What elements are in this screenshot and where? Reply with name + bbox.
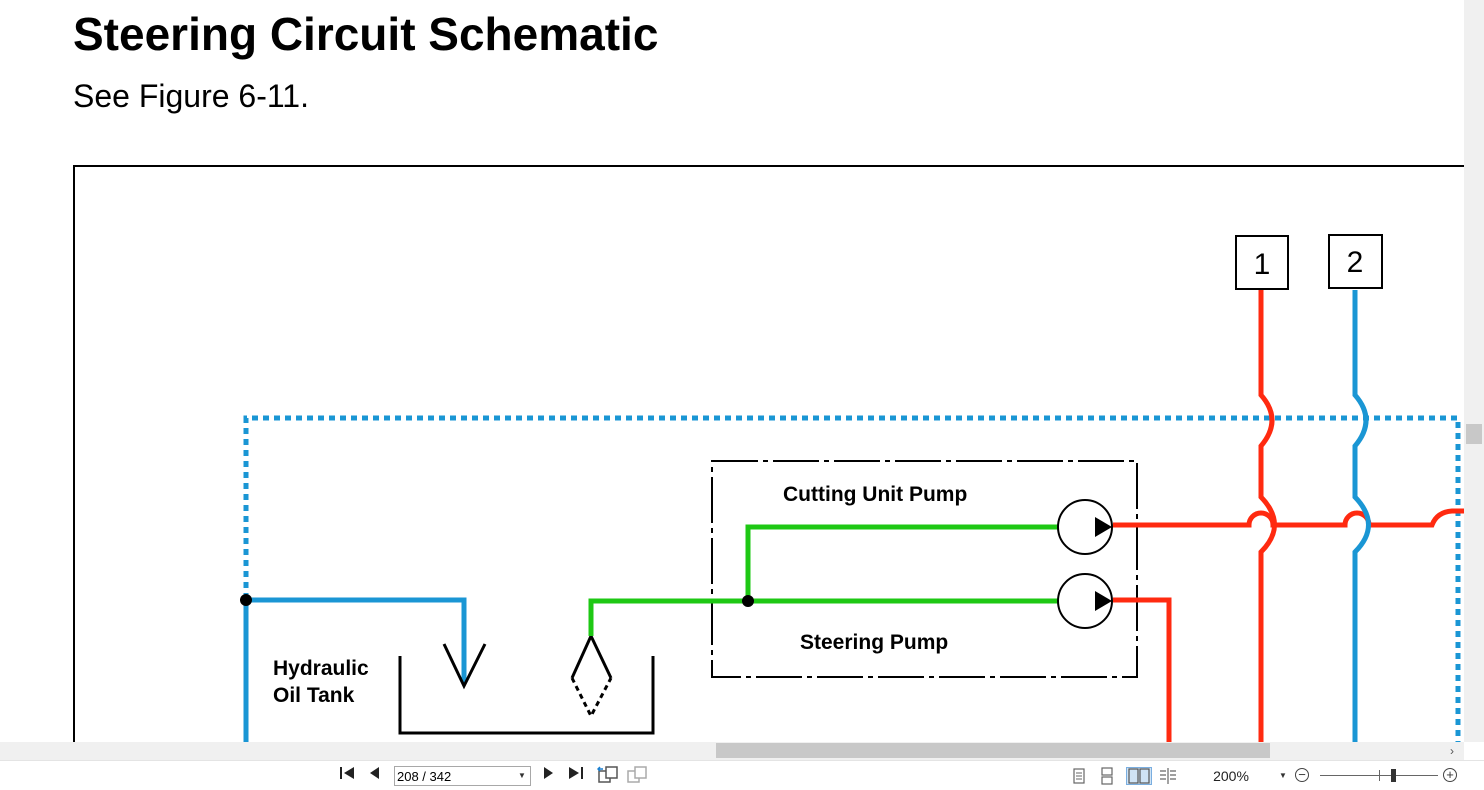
page-title: Steering Circuit Schematic [73,8,659,60]
last-page-icon [569,767,583,779]
return-diffuser [442,643,487,690]
line-1-pressure [1258,290,1277,742]
page-number-field[interactable]: ▼ [394,766,531,786]
next-page-button[interactable] [540,765,556,785]
navigation-toolbar: ▼ [0,760,1484,786]
figure-border [73,165,1464,742]
zoom-level[interactable]: 200% [1213,768,1249,784]
line-2-return [1352,290,1371,742]
callout-label-2: 2 [1347,246,1364,279]
callout-box-1 [1235,235,1289,290]
callout-label-1: 1 [1254,248,1271,281]
junction-dot [240,594,252,606]
last-page-button[interactable] [567,765,585,785]
steering-pump-label: Steering Pump [800,631,948,654]
prev-page-icon [370,767,379,779]
scroll-right-arrow-icon[interactable]: › [1450,744,1454,758]
previous-view-icon [596,766,618,783]
continuous-facing-view-button[interactable] [1158,767,1176,785]
return-line [243,597,467,742]
suction-strainer-bottom [570,677,613,720]
steering-pump-symbol [1057,573,1113,629]
zoom-slider-tick [1379,770,1380,781]
first-page-icon [340,767,354,779]
suction-line [588,598,1059,636]
cutting-pump-suction-line [745,524,1059,601]
tank-label-line2: Oil Tank [273,684,355,707]
figure-reference: See Figure 6-11. [73,78,309,114]
pump-group-box [711,460,1138,678]
cutting-unit-pump-label: Cutting Unit Pump [783,483,967,506]
next-view-button[interactable] [626,765,648,785]
callout-box-2 [1328,234,1383,289]
first-page-button[interactable] [338,765,356,785]
previous-page-button[interactable] [366,765,382,785]
page-number-input[interactable] [397,768,509,784]
vertical-scrollbar[interactable] [1464,0,1484,742]
facing-view-button[interactable] [1126,767,1152,785]
zoom-out-icon[interactable]: − [1295,768,1309,782]
cutting-unit-pump-symbol [1057,499,1113,555]
previous-view-button[interactable] [596,765,619,785]
zoom-slider-thumb[interactable] [1391,769,1396,782]
continuous-facing-view-icon [1160,768,1176,784]
facing-view-icon [1128,768,1150,784]
single-page-view-button[interactable] [1070,767,1088,785]
junction-dot [742,595,754,607]
single-page-view-icon [1073,768,1085,784]
zoom-in-icon[interactable]: + [1443,768,1457,782]
chevron-down-icon[interactable]: ▼ [1279,771,1287,780]
vertical-scroll-thumb[interactable] [1466,424,1482,444]
steering-pump-pressure-line [1113,597,1172,742]
next-view-icon [627,766,647,783]
horizontal-scrollbar[interactable]: › [0,742,1464,760]
tank-label-line1: Hydraulic [273,657,369,680]
suction-strainer-top [570,632,613,679]
dotted-enclosure [243,415,1461,742]
hydraulic-oil-tank [398,656,655,735]
horizontal-scroll-thumb[interactable] [716,743,1270,758]
steering-circuit-schematic: 1 2 Cutting Unit Pump Steering Pump Hydr… [73,165,1464,742]
continuous-view-icon [1101,767,1113,785]
continuous-view-button[interactable] [1098,767,1116,785]
document-view: Steering Circuit Schematic See Figure 6-… [73,8,1464,742]
chevron-down-icon[interactable]: ▼ [518,771,526,780]
cutting-pump-pressure-line [1113,508,1464,528]
next-page-icon [544,767,553,779]
